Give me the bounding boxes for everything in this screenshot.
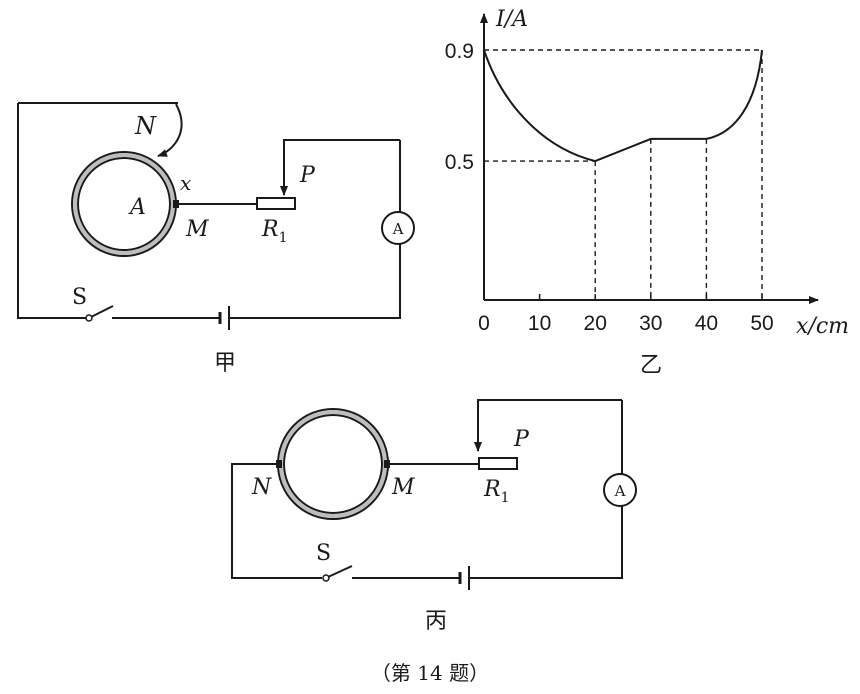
label-n-c: N [251, 475, 272, 500]
x-tick-label: 30 [639, 312, 662, 335]
current-distance-chart: I/A x/cm 乙 0 10 20 30 40 50 0.5 0.9 [445, 7, 849, 378]
y-tick-label: 0.5 [445, 151, 474, 174]
x-tick-label: 10 [528, 312, 551, 335]
slider-n-arrow [157, 103, 183, 157]
ammeter-a [381, 211, 415, 245]
x-tick-label: 50 [750, 312, 773, 335]
wire-left-c [231, 463, 322, 579]
label-m-a: M [185, 217, 209, 242]
ring-a-inner [77, 157, 171, 251]
switch-lever-a [90, 305, 114, 318]
y-axis-label: I/A [495, 7, 528, 32]
circuit-a: N x A M P R1 A S 甲 [17, 102, 415, 376]
wire-right-a-bottom [230, 244, 401, 319]
resistor-r1-a [256, 197, 296, 210]
switch-pivot-c [322, 574, 330, 582]
label-r1-a: R1 [261, 217, 288, 246]
ring-c-inner [283, 414, 383, 514]
caption-c: 丙 [425, 609, 447, 634]
label-p-a: P [299, 163, 316, 188]
problem-caption: （第 14 题） [371, 661, 489, 685]
x-tick-label: 0 [478, 312, 490, 335]
label-s-c: S [316, 541, 331, 566]
ring-c-band [279, 410, 387, 518]
y-tick-label: 0.9 [445, 40, 474, 63]
ammeter-label-c: A [614, 482, 626, 500]
label-s-a: S [72, 285, 87, 310]
x-tick-label: 40 [695, 312, 718, 335]
resistor-r1-c [478, 457, 518, 470]
caption-a: 甲 [214, 351, 236, 376]
label-r1-c: R1 [483, 477, 510, 506]
label-n-a: N [134, 112, 157, 140]
ammeter-label-a: A [392, 220, 404, 238]
slider-p-c [474, 399, 622, 452]
series-line [483, 49, 763, 163]
switch-lever-c [327, 565, 353, 578]
x-tick-label: 20 [584, 312, 607, 335]
x-axis-label: x/cm [796, 314, 849, 339]
ring-c-outer [277, 408, 389, 520]
label-ring-a: A [128, 195, 146, 220]
contact-m-a [173, 200, 179, 208]
wire-right-c-bottom [470, 506, 623, 579]
circuit-c: N M P R1 A S 丙 [231, 399, 637, 634]
slider-p-a [280, 139, 400, 196]
contact-m-c [384, 460, 390, 468]
chart-marks: 0 10 20 30 40 50 0.5 0.9 [445, 40, 774, 335]
label-m-c: M [391, 475, 415, 500]
contact-n-c [276, 460, 282, 468]
switch-pivot-a [85, 314, 93, 322]
ring-a-band [73, 153, 175, 255]
label-p-c: P [513, 427, 530, 452]
label-x-a: x [180, 171, 191, 195]
wire-left-a [17, 103, 86, 319]
caption-b: 乙 [640, 353, 662, 378]
ammeter-c [603, 473, 637, 507]
ring-a-outer [71, 151, 177, 257]
